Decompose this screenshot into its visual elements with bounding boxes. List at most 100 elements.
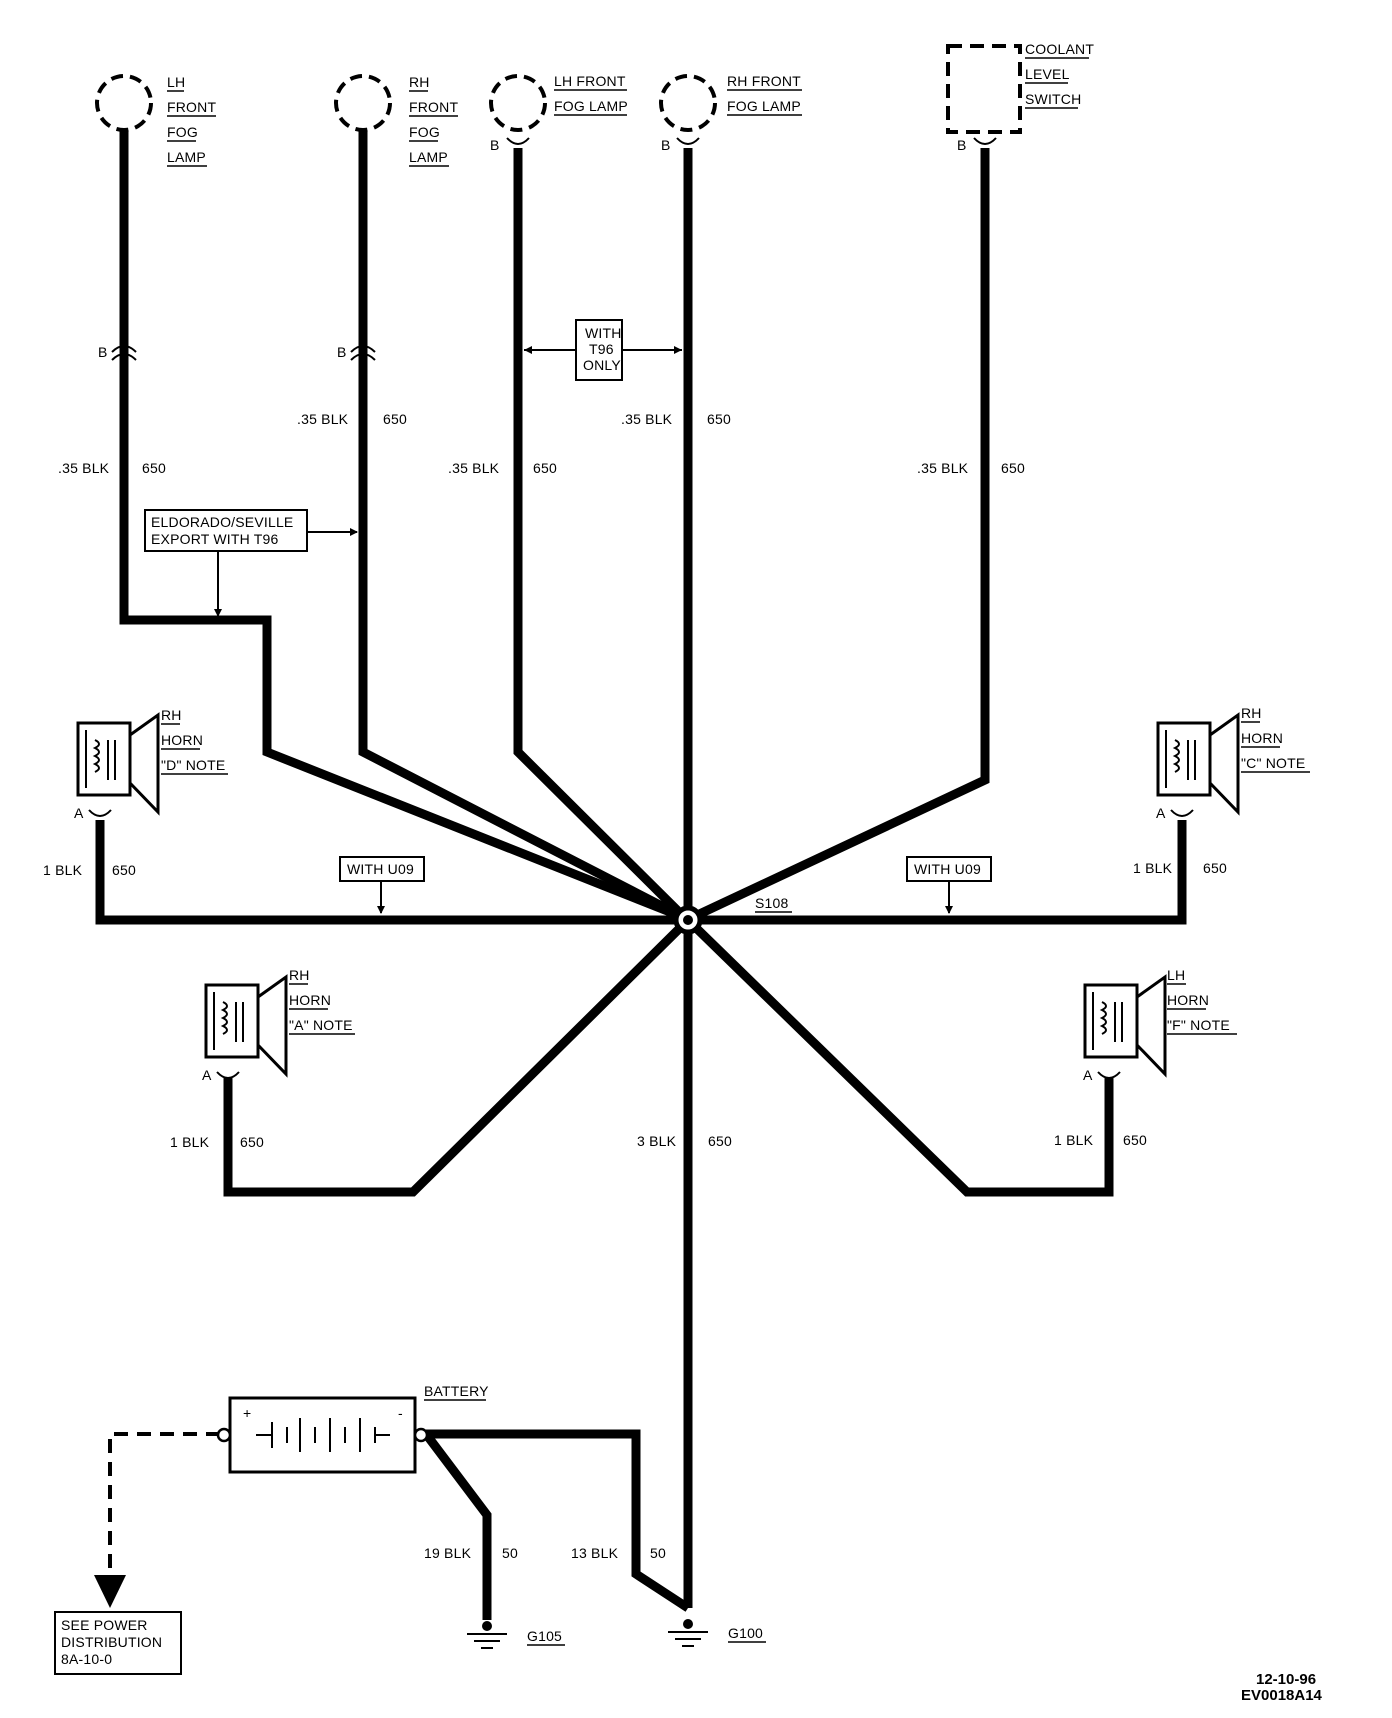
wire-size: 1 BLK [1054,1132,1094,1148]
label-line: HORN [1241,730,1283,746]
note-line: WITH U09 [914,861,981,877]
wire-size: 3 BLK [637,1133,677,1149]
lh-horn-f-note: A LH HORN "F" NOTE [1083,967,1237,1083]
label-line: FRONT [409,99,458,115]
label-line: RH [1241,705,1262,721]
wire-lh-fog-lamp-2 [513,148,689,922]
wire-circuit: 650 [1123,1132,1147,1148]
battery-pos-label: + [243,1405,251,1421]
note-line: SEE POWER [61,1617,148,1633]
connector-icon [88,809,112,817]
label-line: FOG LAMP [554,98,628,114]
battery-label: BATTERY [424,1383,489,1399]
connector-icon [676,137,700,145]
wire-labels: .35 BLK 650 .35 BLK 650 .35 BLK 650 .35 … [43,411,1227,1561]
note-line: 8A-10-0 [61,1651,112,1667]
wire-size: .35 BLK [58,460,110,476]
label-line: RH [409,74,430,90]
wire-g105 [422,1431,492,1620]
inline-connector-1: B [98,344,137,361]
label-line: LH [167,74,185,90]
ground-g105: G105 [467,1621,565,1649]
lh-front-fog-lamp-1: LH FRONT FOG LAMP [95,74,216,167]
rh-horn-d-note: A RH HORN "D" NOTE [74,707,228,821]
rh-front-fog-lamp-1: RH FRONT FOG LAMP [334,74,458,167]
fog-lamp-icon [334,74,392,132]
wire-size: .35 BLK [297,411,349,427]
wire-size: 1 BLK [1133,860,1173,876]
connector-icon [216,1071,240,1079]
fog-lamp-icon [95,74,153,132]
wire-circuit: 650 [240,1134,264,1150]
splice-label: S108 [755,895,789,911]
wire-circuit: 650 [708,1133,732,1149]
pin-label: B [957,137,967,153]
label-line: RH FRONT [727,73,801,89]
pin-label: A [1083,1067,1093,1083]
wire-size: 13 BLK [571,1545,619,1561]
ground-g100: G100 [668,1619,766,1647]
wire-circuit: 650 [533,460,557,476]
battery-negative-terminal [413,1427,429,1443]
wire-size: .35 BLK [621,411,673,427]
note-line: WITH U09 [347,861,414,877]
note-line: WITH [585,325,622,341]
ground-icon [668,1619,708,1647]
wire-size: 1 BLK [170,1134,210,1150]
label-line: "C" NOTE [1241,755,1305,771]
splice-s108: S108 [673,895,792,935]
pin-label: B [98,344,108,360]
wire-size: .35 BLK [917,460,969,476]
ground-icon [467,1621,507,1649]
connector-icon [506,137,530,145]
wire-horn-c [688,820,1187,925]
wire-power-feed [108,1432,220,1580]
wire-size: .35 BLK [448,460,500,476]
label-line: COOLANT [1025,41,1094,57]
connector-icon [973,137,997,145]
battery-positive-terminal [216,1427,232,1443]
inline-connector-2: B [337,344,376,361]
connector-icon [1170,809,1194,817]
battery-neg-label: - [398,1405,403,1421]
label-line: FOG [167,124,198,140]
label-line: LAMP [167,149,206,165]
wire-horn-f [686,918,1114,1197]
rh-horn-c-note: A RH HORN "C" NOTE [1156,705,1310,821]
note-line: EXPORT WITH T96 [151,531,278,547]
label-line: LH [1167,967,1185,983]
horn-icon [76,712,160,816]
wire-lh-fog-lamp-1 [119,130,687,923]
wire-size: 19 BLK [424,1545,472,1561]
rh-horn-a-note: A RH HORN "A" NOTE [202,967,355,1083]
wire-coolant-switch [689,148,990,923]
note-with-u09-right: WITH U09 [906,856,992,914]
label-line: "A" NOTE [289,1017,353,1033]
label-line: LAMP [409,149,448,165]
footer: 12-10-96 EV0018A14 [1241,1671,1323,1704]
arrow-down-icon [94,1575,126,1608]
pin-label: A [202,1067,212,1083]
label-line: HORN [161,732,203,748]
switch-icon [946,44,1022,134]
label-line: RH [161,707,182,723]
label-line: FRONT [167,99,216,115]
label-line: FOG [409,124,440,140]
wire-circuit: 650 [112,862,136,878]
ground-label: G105 [527,1628,562,1644]
wire-circuit: 650 [142,460,166,476]
fog-lamp-icon [489,74,547,132]
horn-icon [204,974,288,1078]
label-line: RH [289,967,310,983]
wire-harness [95,130,1187,1620]
battery: + - BATTERY [216,1383,489,1474]
label-line: FOG LAMP [727,98,801,114]
wire-horn-d [95,820,688,925]
wire-horn-a [223,918,690,1197]
fog-lamp-icon [659,74,717,132]
connector-icon [1097,1071,1121,1079]
pin-label: B [490,137,500,153]
horn-icon [1156,712,1240,816]
note-with-u09-left: WITH U09 [339,856,425,914]
